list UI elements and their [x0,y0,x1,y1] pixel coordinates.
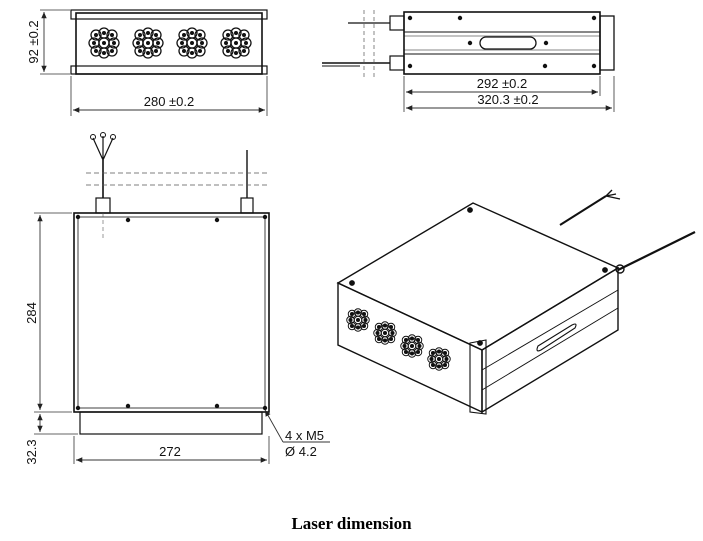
hole-dia-label: Ø 4.2 [285,444,317,459]
isometric-view [336,189,696,415]
fan-cluster-3 [177,28,207,58]
fan-cluster-2 [133,28,163,58]
bottom-offset-label: 32.3 [24,439,39,464]
caption: Laser dimension [291,514,412,533]
top-height-label: 284 [24,302,39,324]
fan-cluster-1 [89,28,119,58]
fan-cluster-4 [221,28,251,58]
side-body-label: 292 ±0.2 [477,76,528,91]
top-view: 284 32.3 272 4 x M5 Ø 4.2 [24,132,330,465]
side-view: 292 ±0.2 320.3 ±0.2 [322,10,615,112]
front-height-label: 92 ±0.2 [26,20,41,63]
hole-count-label: 4 x M5 [285,428,324,443]
front-width-label: 280 ±0.2 [144,94,195,109]
front-view: 92 ±0.2 280 ±0.2 [26,9,268,116]
top-width-label: 272 [159,444,181,459]
side-total-label: 320.3 ±0.2 [477,92,538,107]
